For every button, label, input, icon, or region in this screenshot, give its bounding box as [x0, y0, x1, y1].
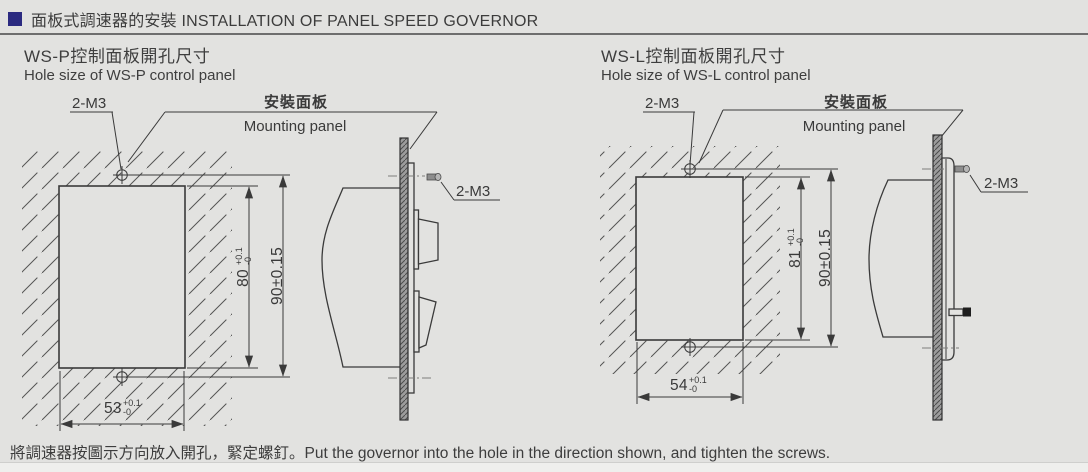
wsl-governor-body — [868, 179, 933, 338]
wsp-knob-collar — [413, 209, 420, 270]
wsp-screw-hole-top-icon — [113, 166, 131, 184]
wsl-dim-height: 81 +0.1 -0 — [786, 228, 805, 268]
wsl-panel-label-en: Mounting panel — [803, 118, 906, 135]
wsp-mounting-hole — [58, 185, 186, 369]
wsp-diagram-title: WS-P控制面板開孔尺寸 Hole size of WS-P control p… — [24, 47, 236, 85]
wsp-dim-width-tol-dn: -0 — [123, 407, 131, 417]
wsp-screw-hole-bottom-icon — [113, 368, 131, 386]
wsl-dim-height-value: 81 — [787, 250, 804, 268]
wsl-dim-height-tol-up: +0.1 — [786, 228, 796, 246]
page-bottom-strip — [0, 462, 1088, 472]
wsl-diagram-title: WS-L控制面板開孔尺寸 Hole size of WS-L control p… — [601, 47, 811, 85]
wsl-bezel — [941, 157, 955, 361]
wsp-lever-collar — [413, 290, 420, 353]
wsl-side-screw-leader — [969, 174, 982, 193]
wsl-dim-width-value: 54 — [670, 377, 688, 394]
wsl-title-en: Hole size of WS-L control panel — [601, 67, 811, 84]
header-divider — [0, 33, 1088, 35]
wsl-side-view: 2-M3 — [868, 134, 1028, 421]
wsl-panel-label-zh: 安裝面板 — [824, 93, 888, 111]
wsp-knob — [417, 218, 439, 265]
wsp-front-view: 80 +0.1 -0 90±0.15 53 +0.1 -0 2-M3 安裝面板 … — [22, 93, 438, 431]
wsl-dim-width-tol-dn: -0 — [689, 384, 697, 394]
wsl-panel-leader-left — [698, 109, 724, 164]
wsl-title-zh: WS-L控制面板開孔尺寸 — [601, 47, 786, 66]
footer-note: 將調速器按圖示方向放入開孔，緊定螺釘。Put the governor into… — [10, 445, 831, 462]
wsl-dim-width: 54 +0.1 -0 — [670, 375, 707, 394]
wsp-title-zh: WS-P控制面板開孔尺寸 — [24, 47, 211, 66]
wsp-dim-height-tol-up: +0.1 — [234, 247, 244, 265]
wsl-screw-callout-label: 2-M3 — [645, 95, 679, 112]
wsp-side-screw-label: 2-M3 — [456, 183, 490, 200]
wsl-front-view: 81 +0.1 -0 90±0.15 54 +0.1 -0 2-M3 安裝面板 … — [600, 93, 964, 404]
wsp-dim-width-value: 53 — [104, 400, 122, 417]
wsp-screw-callout-label: 2-M3 — [72, 95, 106, 112]
wsl-panel-section — [932, 134, 943, 421]
wsl-side-screw-label: 2-M3 — [984, 175, 1018, 192]
wsl-shaft — [948, 308, 964, 317]
page-title: 面板式調速器的安裝 INSTALLATION OF PANEL SPEED GO… — [31, 13, 539, 30]
wsp-dim-height-value: 80 — [235, 269, 252, 287]
wsp-panel-label-zh: 安裝面板 — [264, 93, 328, 111]
wsl-dim-span-value: 90±0.15 — [817, 229, 834, 287]
wsl-dim-height-tol-dn: -0 — [795, 238, 805, 246]
wsp-side-screw-leader — [440, 181, 455, 201]
wsp-dim-span: 90±0.15 — [269, 247, 286, 305]
wsp-panel-leader-left — [127, 111, 166, 163]
wsp-governor-body — [321, 187, 400, 368]
wsl-screw-hole-bottom-icon — [681, 338, 699, 356]
wsl-mounting-hole — [635, 176, 744, 341]
page-header: 面板式調速器的安裝 INSTALLATION OF PANEL SPEED GO… — [8, 7, 538, 31]
wsp-side-view: 2-M3 — [321, 137, 500, 421]
wsl-dim-width-tol-up: +0.1 — [689, 375, 707, 385]
wsp-dim-width: 53 +0.1 -0 — [104, 398, 141, 417]
wsl-screw-callout-leader — [689, 111, 695, 166]
wsl-screw-icon — [954, 164, 970, 173]
wsl-shaft-tip — [963, 307, 971, 317]
wsp-panel-leader-right — [409, 111, 438, 150]
section-marker-icon — [8, 12, 22, 26]
wsp-bezel — [407, 162, 415, 394]
wsp-lever — [418, 296, 437, 349]
wsl-dim-span: 90±0.15 — [817, 229, 834, 287]
wsp-panel-label-en: Mounting panel — [244, 118, 347, 135]
wsp-dim-span-value: 90±0.15 — [269, 247, 286, 305]
wsl-panel-leader-right — [940, 109, 964, 138]
wsp-dim-height-tol-dn: -0 — [243, 257, 253, 265]
wsp-dim-width-tol-up: +0.1 — [123, 398, 141, 408]
wsp-screw-icon — [426, 172, 442, 181]
wsp-title-en: Hole size of WS-P control panel — [24, 67, 236, 84]
wsp-dim-height: 80 +0.1 -0 — [234, 247, 253, 287]
wsp-screw-callout-leader — [111, 111, 122, 170]
